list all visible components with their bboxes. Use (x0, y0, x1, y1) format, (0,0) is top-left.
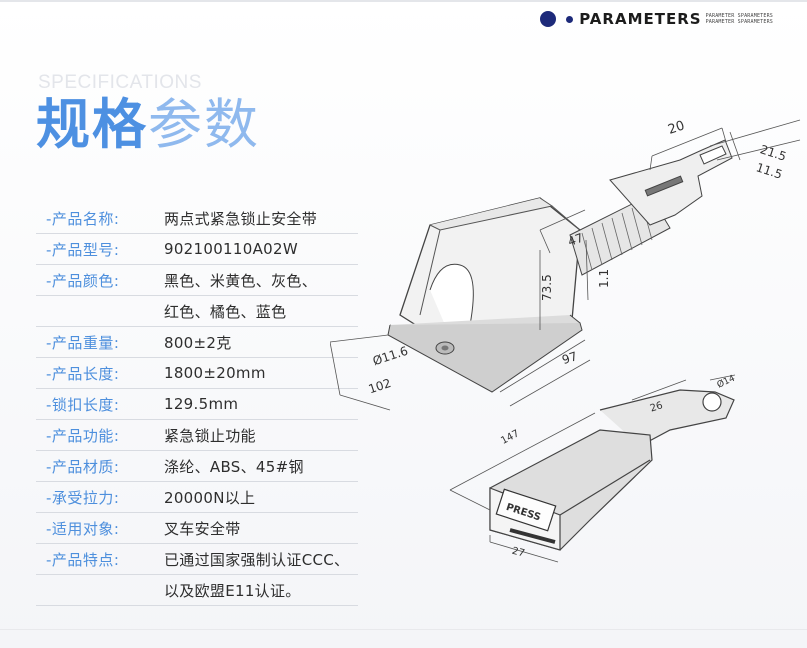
spec-row-tension: -承受拉力: 20000N以上 (36, 482, 358, 513)
spec-value: 129.5mm (164, 395, 239, 413)
spec-value: 902100110A02W (164, 240, 298, 258)
spec-row-model: -产品型号: 902100110A02W (36, 234, 358, 265)
retractor-unit (387, 197, 583, 393)
spec-value: 两点式紧急锁止安全带 (164, 209, 318, 228)
spec-row-length: -产品长度: 1800±20mm (36, 358, 358, 389)
heading-english: SPECIFICATIONS (38, 72, 202, 93)
heading-chinese-strong: 规格 (36, 93, 148, 156)
technical-drawing: 20 21.5 11.5 47 73.5 1.1 Ø11.6 102 97 Ø1… (330, 118, 801, 563)
large-dot-icon (540, 11, 557, 27)
dim-1-1: 1.1 (597, 269, 611, 288)
spec-key: -产品功能: (46, 426, 120, 445)
heading-chinese: 规格参数 (36, 92, 260, 158)
spec-row-function: -产品功能: 紧急锁止功能 (36, 420, 358, 451)
spec-key: -产品重量: (46, 333, 120, 352)
spec-value: 已通过国家强制认证CCC、 (164, 550, 350, 569)
dim-11-5: 11.5 (754, 160, 784, 182)
spec-value: 1800±20mm (164, 364, 266, 382)
spec-key: -产品材质: (46, 457, 120, 476)
spec-key: -产品特点: (46, 550, 120, 569)
heading-chinese-light: 参数 (148, 93, 260, 156)
dim-102: 102 (367, 376, 393, 396)
spec-row-material: -产品材质: 涤纶、ABS、45#钢 (36, 451, 358, 482)
spec-key: -产品长度: (46, 364, 120, 383)
spec-key: -承受拉力: (46, 488, 120, 507)
dim-27: 27 (511, 546, 526, 560)
parameters-badge: PARAMETERS PARAMETER SPARAMETERS PARAMET… (540, 10, 773, 28)
spec-row-buckle-length: -锁扣长度: 129.5mm (36, 389, 358, 420)
spec-key: -适用对象: (46, 519, 120, 538)
buckle-unit (489, 389, 735, 551)
dim-73-5: 73.5 (540, 274, 554, 301)
buckle-mount-hole-icon (702, 392, 722, 412)
spec-value: 以及欧盟E11认证。 (164, 581, 301, 600)
small-dot-icon (566, 15, 574, 23)
spec-table: -产品名称: 两点式紧急锁止安全带 -产品型号: 902100110A02W -产品… (36, 203, 358, 606)
spec-value: 涤纶、ABS、45#钢 (164, 457, 304, 476)
spec-value: 红色、橘色、蓝色 (164, 302, 287, 321)
spec-key: -锁扣长度: (46, 395, 120, 414)
spec-key: -产品名称: (46, 209, 120, 228)
dim-11-6: Ø11.6 (371, 344, 410, 368)
dim-47: 47 (566, 231, 585, 249)
spec-row-weight: -产品重量: 800±2克 (36, 327, 358, 358)
spec-value: 20000N以上 (164, 488, 256, 507)
dim-20: 20 (666, 118, 686, 137)
spec-row-color-cont: 红色、橘色、蓝色 (36, 296, 358, 327)
spec-key: -产品颜色: (46, 271, 120, 290)
dim-26: 26 (649, 400, 665, 414)
dim-147: 147 (499, 428, 521, 447)
dim-97: 97 (560, 349, 579, 367)
spec-value: 黑色、米黄色、灰色、 (164, 271, 318, 290)
spec-key: -产品型号: (46, 240, 120, 259)
badge-subtitle-top: PARAMETER SPARAMETERS (705, 13, 773, 19)
badge-subtitle: PARAMETER SPARAMETERS PARAMETER SPARAMET… (706, 13, 773, 25)
spec-row-features-cont: 以及欧盟E11认证。 (36, 575, 358, 606)
spec-row-color: -产品颜色: 黑色、米黄色、灰色、 (36, 265, 358, 296)
bottom-rule (0, 629, 807, 630)
top-rule (0, 0, 807, 2)
spec-row-features: -产品特点: 已通过国家强制认证CCC、 (36, 544, 358, 575)
badge-subtitle-bottom: PARAMETER SPARAMETERS (705, 19, 773, 25)
badge-title: PARAMETERS (579, 10, 702, 28)
spec-row-target: -适用对象: 叉车安全带 (36, 513, 358, 544)
spec-value: 叉车安全带 (164, 519, 241, 538)
webbing-strap (569, 139, 733, 276)
spec-row-name: -产品名称: 两点式紧急锁止安全带 (36, 203, 358, 234)
spec-value: 紧急锁止功能 (164, 426, 256, 445)
spec-value: 800±2克 (164, 333, 232, 352)
